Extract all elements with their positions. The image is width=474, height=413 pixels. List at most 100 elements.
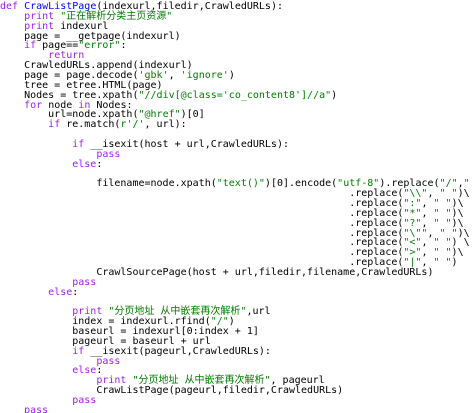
code-token: , bbox=[421, 247, 434, 259]
string-token: " " bbox=[433, 237, 452, 249]
code-token: , bbox=[421, 207, 434, 219]
code-token: , bbox=[421, 257, 434, 269]
string-token: ":" bbox=[403, 198, 422, 209]
string-token: "/" bbox=[439, 178, 458, 190]
code-line: tree = etree.HTML(page) bbox=[0, 80, 162, 91]
keyword-token: pass bbox=[0, 404, 49, 413]
code-token: )\ bbox=[451, 207, 464, 219]
code-token: .replace( bbox=[0, 247, 404, 259]
keyword-token: else bbox=[48, 286, 73, 298]
code-token: )\ bbox=[457, 188, 470, 200]
code-token: , bbox=[421, 198, 434, 209]
code-token: page== bbox=[42, 40, 79, 52]
code-token bbox=[0, 119, 48, 130]
string-token: " " bbox=[463, 178, 470, 190]
keyword-token: if bbox=[24, 40, 43, 52]
code-line: print "分页地址 从中嵌套再次解析", pageurl bbox=[0, 375, 325, 387]
code-token: .replace( bbox=[0, 207, 404, 219]
string-token: " " bbox=[433, 247, 452, 259]
code-line: CrawListPage(pageurl,filedir,CrawledURLs… bbox=[0, 385, 343, 396]
code-line: CrawlSourcePage(host + url,filedir,filen… bbox=[0, 267, 433, 278]
keyword-token: if bbox=[72, 345, 91, 357]
string-token: " " bbox=[439, 227, 458, 239]
string-token: "/" bbox=[210, 316, 229, 328]
code-token: url=node.xpath( bbox=[0, 109, 139, 121]
code-line: filename=node.xpath("text()")[0].encode(… bbox=[0, 178, 474, 189]
keyword-token: else bbox=[72, 365, 97, 377]
keyword-token: pass bbox=[72, 395, 97, 406]
string-token: 'gbk' bbox=[138, 69, 169, 81]
string-token: "@href" bbox=[138, 109, 181, 121]
code-line: CrawledURLs.append(indexurl) bbox=[0, 60, 193, 71]
string-token: "?" bbox=[403, 217, 422, 229]
code-token: __isexit(host + url,CrawledURLs): bbox=[90, 138, 289, 150]
string-token: "text()" bbox=[216, 178, 265, 190]
code-token: , pageurl bbox=[270, 375, 325, 387]
code-token: page = __getpage(indexurl) bbox=[0, 30, 181, 42]
string-token: " " bbox=[433, 217, 452, 229]
string-token: "//div[@class='co_content8']//a" bbox=[138, 89, 332, 101]
code-line: baseurl = indexurl[0:index + 1] bbox=[0, 326, 259, 337]
code-line: .replace("\"", " ")\ bbox=[0, 227, 470, 239]
code-token: , url): bbox=[144, 119, 187, 131]
code-line: url=node.xpath("@href")[0] bbox=[0, 109, 205, 120]
code-token: re.match( bbox=[66, 119, 121, 131]
code-line: return bbox=[0, 50, 84, 61]
code-line: if page=="error": bbox=[0, 40, 126, 51]
code-line: pass bbox=[0, 356, 120, 367]
code-line: pass bbox=[0, 149, 120, 160]
code-token bbox=[0, 287, 48, 298]
keyword-token: def bbox=[0, 1, 25, 12]
code-token: index = indexurl.rfind( bbox=[0, 316, 211, 328]
string-token: 'ignore' bbox=[180, 69, 229, 81]
code-token: .replace( bbox=[0, 227, 404, 239]
code-token: ) bbox=[228, 69, 235, 81]
code-line: .replace(">", " ")\ bbox=[0, 247, 463, 259]
keyword-token: pass bbox=[72, 276, 97, 288]
keyword-token: print bbox=[96, 375, 133, 387]
code-line: if __isexit(host + url,CrawledURLs): bbox=[0, 139, 289, 150]
code-line: print "分页地址 从中嵌套再次解析",url bbox=[0, 306, 270, 318]
keyword-token: return bbox=[48, 50, 85, 62]
keyword-token: if bbox=[72, 138, 91, 150]
code-line: if __isexit(pageurl,CrawledURLs): bbox=[0, 346, 271, 357]
code-token: ) bbox=[451, 257, 458, 269]
code-token: )\ bbox=[451, 217, 464, 229]
code-token: filename=node.xpath( bbox=[0, 178, 217, 190]
code-token: , bbox=[421, 217, 434, 229]
keyword-token: if bbox=[48, 119, 67, 131]
keyword-token: for bbox=[24, 99, 49, 111]
code-token: : bbox=[96, 365, 103, 377]
code-token: )\ bbox=[457, 227, 470, 239]
keyword-token: pass bbox=[96, 148, 121, 160]
code-token: (indexurl,filedir,CrawledURLs): bbox=[96, 1, 283, 12]
string-token: "正在解析分类主页资源" bbox=[60, 10, 173, 22]
code-line: page = __getpage(indexurl) bbox=[0, 31, 181, 42]
code-token: .replace( bbox=[0, 257, 404, 269]
code-token: pageurl = baseurl + url bbox=[0, 335, 211, 347]
code-token: CrawledURLs.append(indexurl) bbox=[0, 60, 193, 72]
code-token: Nodes: bbox=[96, 99, 133, 111]
string-token: "<" bbox=[403, 237, 422, 249]
string-token: "utf-8" bbox=[337, 178, 380, 190]
code-token: node bbox=[48, 99, 79, 111]
code-token: , bbox=[427, 188, 440, 200]
code-line: else: bbox=[0, 365, 102, 376]
code-line: pass bbox=[0, 405, 48, 413]
code-token: indexurl bbox=[60, 20, 109, 32]
code-token: ) \ bbox=[451, 237, 470, 249]
code-token: , bbox=[421, 237, 434, 249]
code-token: )\ bbox=[451, 198, 464, 209]
string-token: "*" bbox=[403, 207, 422, 219]
keyword-token: print bbox=[24, 10, 61, 22]
string-token: " " bbox=[433, 207, 452, 219]
string-token: " " bbox=[439, 188, 458, 200]
code-line: pass bbox=[0, 277, 96, 288]
code-line: print "正在解析分类主页资源" bbox=[0, 11, 172, 22]
code-token: .replace( bbox=[0, 188, 404, 200]
keyword-token: print bbox=[72, 306, 109, 318]
code-line: for node in Nodes: bbox=[0, 100, 132, 111]
code-line: Nodes = tree.xpath("//div[@class='co_con… bbox=[0, 90, 337, 101]
code-line: .replace("|", " ") bbox=[0, 257, 458, 269]
